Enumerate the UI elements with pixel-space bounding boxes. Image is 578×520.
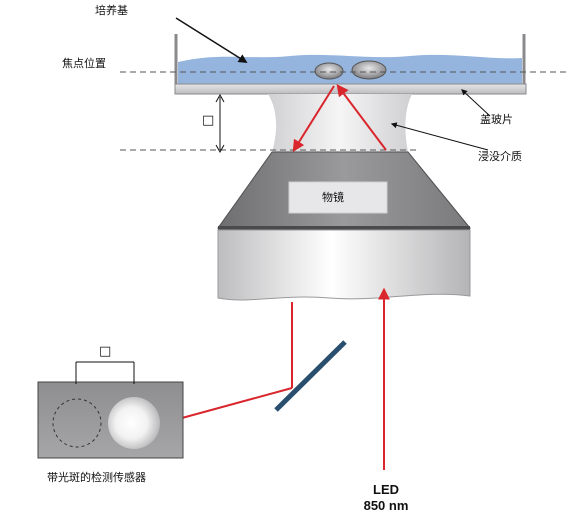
- led-wavelength: 850 nm: [363, 498, 409, 513]
- cell: [314, 62, 344, 80]
- label-focus-position: 焦点位置: [62, 57, 106, 70]
- spot-offset-indicator: [75, 361, 135, 384]
- objective-body: [217, 229, 471, 301]
- beam-path: [157, 84, 390, 470]
- led-name: LED: [373, 482, 399, 497]
- label-immersion-medium: 浸没介质: [478, 150, 522, 163]
- reference-spot-outline: [52, 398, 102, 448]
- label-coverslip: 盖玻片: [480, 113, 513, 126]
- label-objective: 物镜: [322, 191, 344, 204]
- label-sensor: 带光斑的检测传感器: [47, 471, 146, 484]
- objective-label-box: [288, 181, 388, 214]
- light-spot: [108, 397, 160, 449]
- culture-dish: [174, 34, 527, 95]
- culture-medium: [178, 54, 522, 84]
- spot-offset-symbol: □: [99, 344, 112, 359]
- coverslip: [174, 83, 527, 95]
- objective: [217, 151, 472, 301]
- beam-splitter-mirror: [274, 340, 347, 412]
- label-led: LED 850 nm: [356, 482, 416, 514]
- leader-lines: [175, 17, 491, 151]
- distance-indicator: [215, 93, 225, 154]
- immersion-medium: [268, 94, 412, 152]
- cell: [351, 60, 387, 80]
- detection-sensor: [37, 381, 184, 459]
- distance-symbol: □: [202, 113, 215, 128]
- label-culture-medium: 培养基: [95, 4, 128, 17]
